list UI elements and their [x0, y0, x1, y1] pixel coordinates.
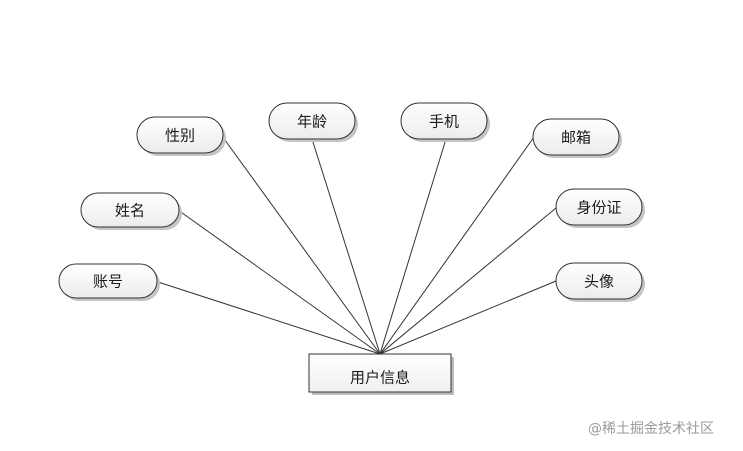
attribute-avatar: 头像	[555, 262, 645, 302]
attribute-label-phone: 手机	[429, 113, 459, 131]
attribute-label-avatar: 头像	[584, 273, 614, 291]
connector-account	[157, 281, 381, 355]
attribute-label-age: 年龄	[297, 113, 327, 131]
connector-idcard	[379, 207, 557, 355]
watermark: @稀土掘金技术社区	[588, 421, 714, 437]
connector-age	[311, 138, 381, 355]
attribute-email: 邮箱	[532, 118, 622, 158]
attribute-phone: 手机	[400, 102, 490, 142]
attribute-idcard: 身份证	[555, 188, 645, 228]
attribute-label-email: 邮箱	[561, 129, 591, 147]
connector-gender	[221, 135, 381, 355]
connector-email	[379, 136, 535, 355]
entity-label: 用户信息	[350, 369, 410, 387]
entity-user-info: 用户信息	[308, 353, 454, 395]
attribute-age: 年龄	[268, 102, 358, 142]
attribute-label-idcard: 身份证	[576, 199, 621, 217]
attribute-label-gender: 性别	[165, 127, 195, 145]
connector-phone	[379, 138, 447, 355]
attribute-gender: 性别	[136, 116, 226, 156]
connector-lines	[157, 135, 557, 355]
attribute-name: 姓名	[80, 192, 182, 230]
attribute-label-account: 账号	[93, 273, 123, 291]
attribute-account: 账号	[58, 263, 160, 301]
attribute-label-name: 姓名	[115, 202, 145, 220]
connector-name	[177, 209, 381, 355]
connector-avatar	[379, 280, 557, 355]
